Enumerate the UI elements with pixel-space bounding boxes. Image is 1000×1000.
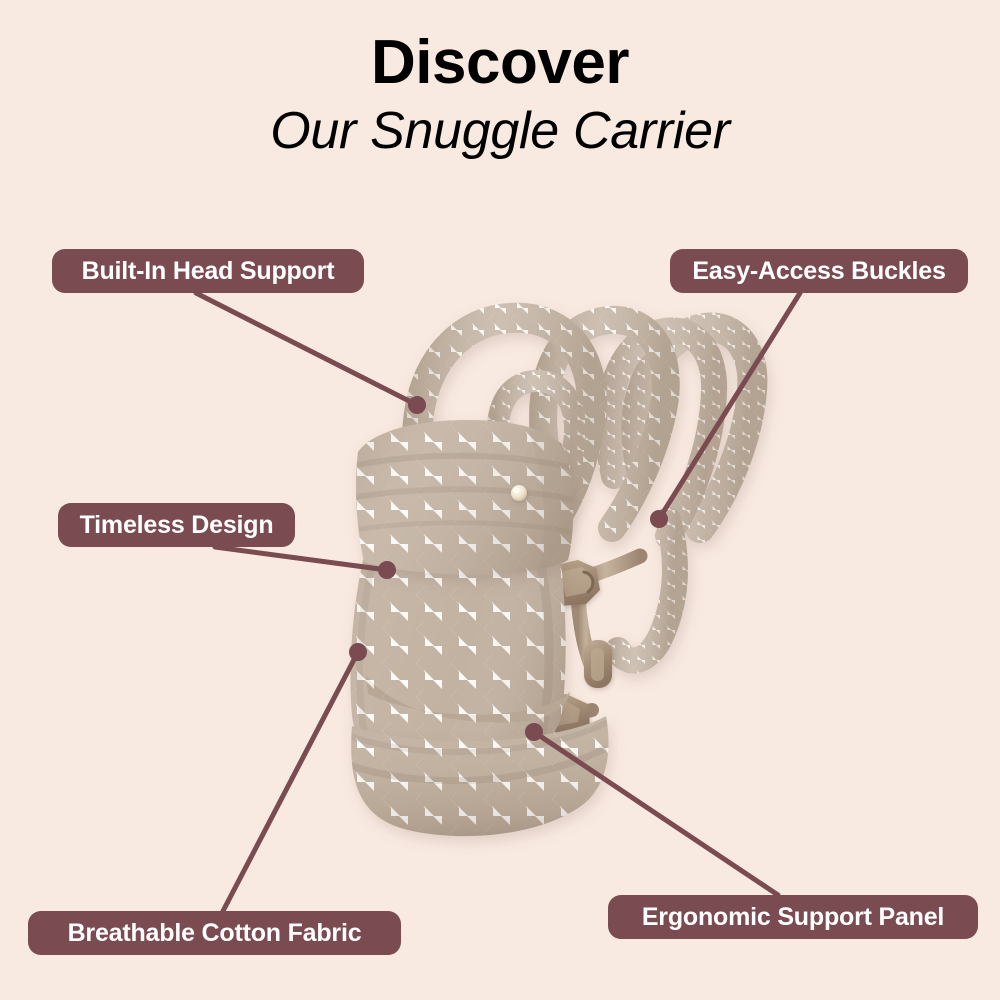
callout-label-head-support: Built-In Head Support bbox=[81, 256, 335, 285]
callout-line-breathable-cotton-fabric bbox=[220, 649, 361, 914]
callout-badge-head-support[interactable]: Built-In Head Support bbox=[52, 249, 364, 293]
carrier-shoulder-straps bbox=[402, 302, 768, 674]
callout-label-ergonomic-support-panel: Ergonomic Support Panel bbox=[641, 902, 945, 931]
callout-label-timeless-design: Timeless Design bbox=[79, 510, 274, 539]
callout-dot-breathable-cotton-fabric bbox=[349, 643, 367, 661]
callout-badge-breathable-cotton-fabric[interactable]: Breathable Cotton Fabric bbox=[28, 911, 401, 955]
callout-badge-easy-access-buckles[interactable]: Easy-Access Buckles bbox=[670, 249, 968, 293]
callout-label-breathable-cotton-fabric: Breathable Cotton Fabric bbox=[67, 918, 362, 947]
callout-badge-ergonomic-support-panel[interactable]: Ergonomic Support Panel bbox=[608, 895, 978, 939]
callout-badge-timeless-design[interactable]: Timeless Design bbox=[58, 503, 295, 547]
callout-line-ergonomic-support-panel bbox=[531, 729, 781, 898]
carrier-head-support-panel bbox=[356, 420, 574, 575]
callout-dot-head-support bbox=[408, 396, 426, 414]
callout-dot-timeless-design bbox=[378, 561, 396, 579]
callout-line-head-support bbox=[193, 290, 420, 408]
callout-label-easy-access-buckles: Easy-Access Buckles bbox=[692, 256, 946, 285]
callout-dot-ergonomic-support-panel bbox=[525, 723, 543, 741]
callout-line-easy-access-buckles bbox=[656, 290, 803, 522]
callout-dot-easy-access-buckles bbox=[650, 510, 668, 528]
callout-line-timeless-design bbox=[212, 544, 390, 573]
